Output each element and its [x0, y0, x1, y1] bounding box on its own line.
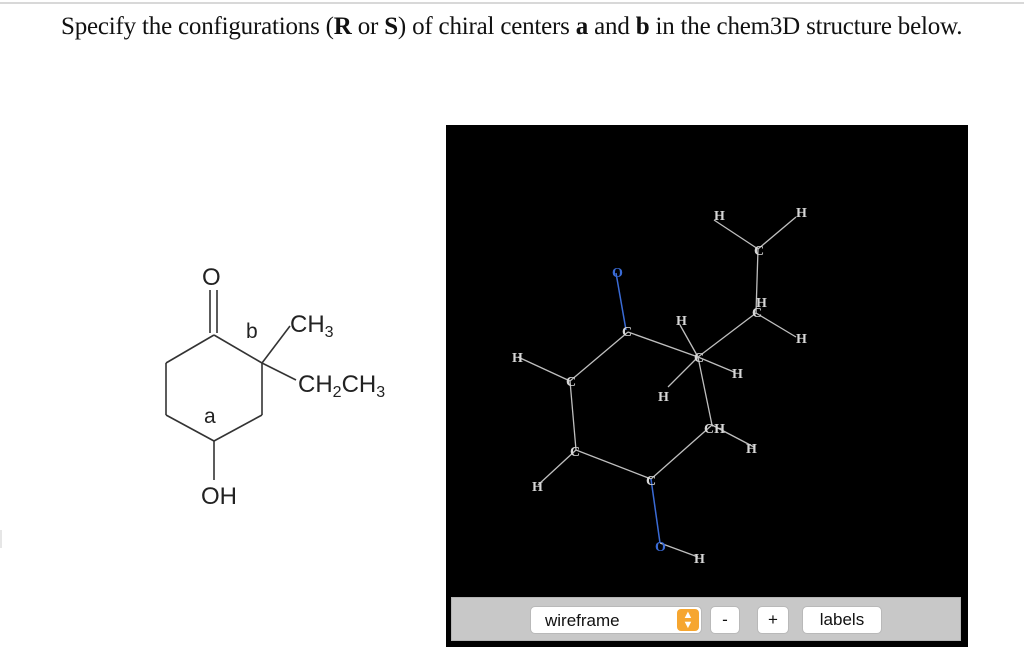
bond — [755, 312, 797, 338]
bond — [650, 478, 661, 544]
atom-label: H — [796, 332, 807, 347]
skeletal-methyl-label: CH3 — [290, 311, 334, 341]
render-mode-value: wireframe — [545, 611, 620, 630]
scroll-edge — [0, 530, 2, 548]
bond — [575, 449, 652, 480]
bond — [697, 356, 735, 373]
zoom-in-button[interactable]: + — [757, 606, 789, 634]
atom-label: C — [754, 244, 764, 259]
bond — [569, 380, 577, 451]
bond — [679, 324, 699, 358]
bond — [697, 356, 713, 426]
atom-label: H — [658, 390, 669, 405]
atom-label: H — [694, 552, 705, 567]
atom-label: CH — [704, 422, 725, 437]
atom-label: H — [676, 314, 687, 329]
atom-label: C — [566, 375, 576, 390]
skeletal-oxygen-label: O — [202, 264, 221, 291]
atom-labels: H H C H C H O C H C H H C H CH H C H C O… — [512, 206, 807, 567]
atom-label: C — [752, 306, 762, 321]
skeletal-center-a-label: a — [204, 405, 216, 428]
atom-label: H — [732, 367, 743, 382]
atom-label: O — [655, 540, 666, 555]
chem3d-viewer[interactable]: H H C H C H O C H C H H C H CH H C H C O… — [446, 125, 968, 647]
bond — [697, 312, 757, 358]
bond — [755, 248, 759, 314]
skeletal-structure: O b CH3 CH2CH3 a OH — [165, 264, 385, 510]
bond — [650, 424, 713, 480]
bond — [659, 542, 699, 558]
atom-label: C — [570, 445, 580, 460]
skeletal-bonds — [165, 290, 297, 480]
bond — [615, 272, 627, 331]
question-text: Specify the configurations (R or S) of c… — [61, 13, 963, 40]
atom-label: C — [694, 351, 704, 366]
bond — [517, 356, 571, 382]
atom-label: H — [756, 296, 767, 311]
atom-label: C — [646, 474, 656, 489]
bond — [667, 356, 699, 388]
select-arrows-icon[interactable]: ▲▼ — [677, 609, 699, 631]
atom-label: O — [612, 266, 623, 281]
atom-label: H — [746, 442, 757, 457]
labels-button[interactable]: labels — [802, 606, 882, 634]
bond — [757, 216, 797, 250]
bond — [713, 219, 759, 250]
atom-label: H — [796, 206, 807, 221]
bond — [627, 331, 699, 358]
skeletal-hydroxyl-label: OH — [201, 483, 237, 510]
atom-label: H — [714, 209, 725, 224]
bonds — [517, 216, 797, 558]
skeletal-center-b-label: b — [246, 320, 258, 343]
zoom-out-button[interactable]: - — [710, 606, 740, 634]
bond — [711, 424, 755, 448]
render-mode-select[interactable]: wireframe ▲▼ — [530, 606, 702, 634]
bond — [569, 331, 629, 382]
atom-label: C — [622, 325, 632, 340]
top-divider — [0, 2, 1024, 4]
skeletal-ethyl-label: CH2CH3 — [298, 371, 385, 401]
atom-label: H — [532, 480, 543, 495]
bond — [537, 449, 577, 486]
atom-label: H — [512, 351, 523, 366]
viewer-controls: wireframe ▲▼ - + labels — [451, 597, 961, 641]
molecule-3d-model[interactable]: H H C H C H O C H C H H C H CH H C H C O… — [446, 125, 968, 595]
